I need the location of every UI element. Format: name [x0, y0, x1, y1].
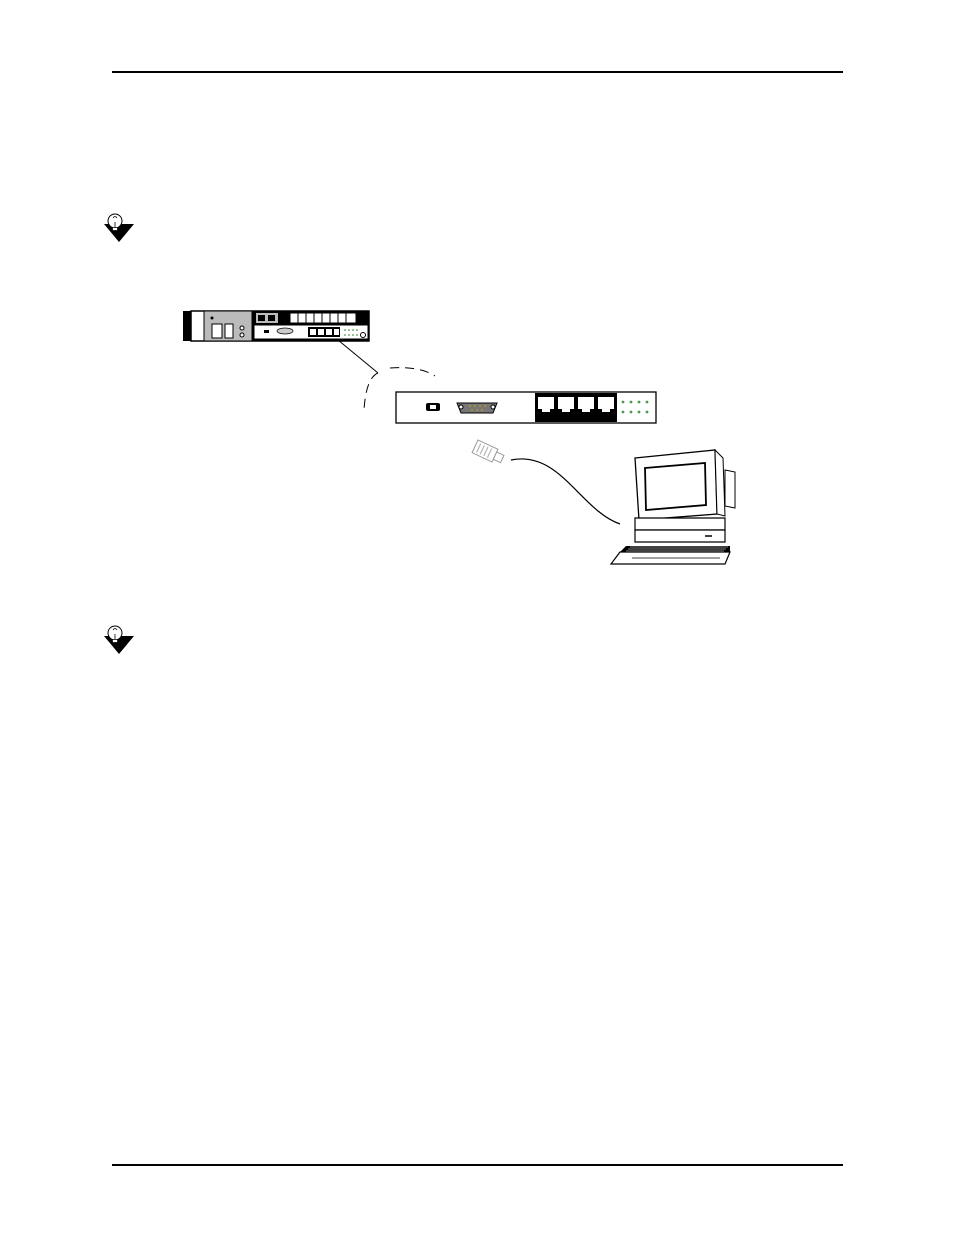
management-terminal [611, 450, 735, 564]
module-front-panel [396, 392, 656, 423]
header-rule [112, 71, 843, 73]
note-lightbulb-icon [102, 624, 136, 654]
chassis-front-panel [183, 311, 369, 341]
note-lightbulb-icon [102, 212, 136, 242]
rj45-plug [472, 440, 505, 465]
connection-diagram [180, 300, 740, 575]
footer-rule [112, 1164, 843, 1166]
